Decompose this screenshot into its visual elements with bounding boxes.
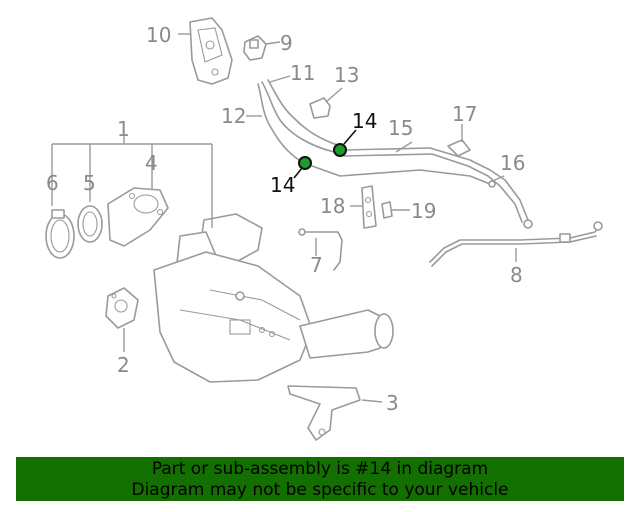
callout-5: 5 [83, 171, 96, 195]
banner-line-1: Part or sub-assembly is #14 in diagram [151, 459, 489, 479]
part-8-sensor-wire [429, 221, 603, 267]
leader-lines [51, 33, 517, 403]
callout-2: 2 [117, 353, 130, 377]
callout-3: 3 [386, 391, 399, 415]
part-17-bracket [447, 139, 471, 157]
part-19-clip [381, 201, 393, 219]
callout-6: 6 [46, 171, 59, 195]
part-3-bracket [287, 385, 361, 441]
callout-17: 17 [452, 102, 477, 126]
part-4-flange [107, 187, 169, 247]
part-14-seal-lower[interactable] [298, 156, 312, 170]
info-banner: Part or sub-assembly is #14 in diagram D… [16, 457, 624, 501]
callout-10: 10 [146, 23, 171, 47]
callout-14-upper: 14 [352, 109, 377, 133]
part-9-sensor [243, 35, 267, 61]
part-5-gasket [77, 205, 103, 243]
part-13-clip [309, 97, 331, 119]
exhaust-parts-diagram: 1 2 3 4 5 6 7 8 9 10 11 12 13 14 14 15 1… [45, 17, 603, 441]
part-7-sensor-tube [298, 228, 343, 271]
part-14-seal-upper[interactable] [333, 143, 347, 157]
callout-14-lower: 14 [270, 173, 295, 197]
callout-labels: 1 2 3 4 5 6 7 8 9 10 11 12 13 14 14 15 1… [46, 23, 525, 415]
part-10-bracket [189, 17, 233, 85]
callout-15: 15 [388, 116, 413, 140]
callout-4: 4 [145, 151, 158, 175]
callout-1: 1 [117, 117, 130, 141]
part-11-12-tubes [257, 79, 341, 163]
callout-16: 16 [500, 151, 525, 175]
callout-8: 8 [510, 263, 523, 287]
part-2-gasket [105, 287, 139, 329]
banner-line-2: Diagram may not be specific to your vehi… [131, 480, 509, 500]
part-6-clamp [45, 209, 75, 259]
callout-19: 19 [411, 199, 436, 223]
callout-18: 18 [320, 194, 345, 218]
part-1-converter [153, 213, 394, 383]
callout-12: 12 [221, 104, 246, 128]
callout-11: 11 [290, 61, 315, 85]
part-18-bracket [361, 185, 377, 229]
callout-9: 9 [280, 31, 293, 55]
callout-13: 13 [334, 63, 359, 87]
callout-7: 7 [310, 253, 323, 277]
